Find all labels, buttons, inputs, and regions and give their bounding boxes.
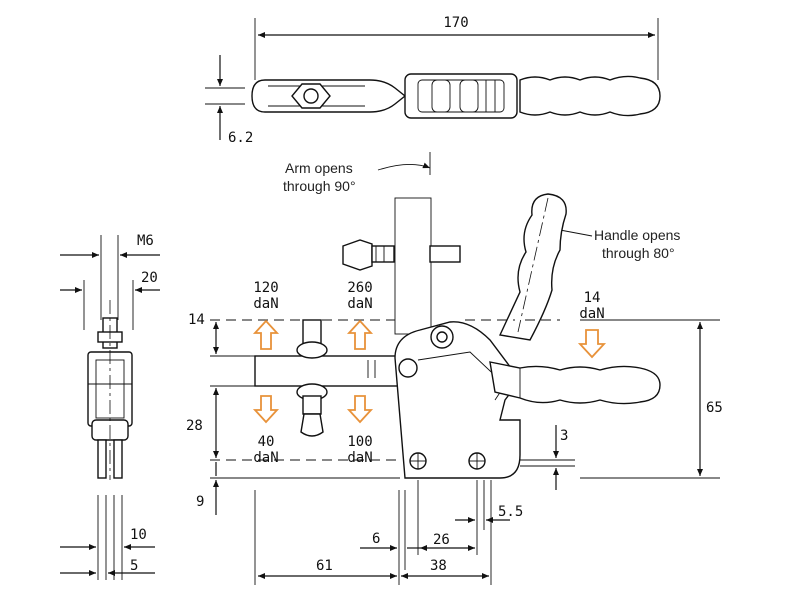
svg-text:260: 260 <box>347 280 372 296</box>
dimension-10: 10 <box>130 527 147 543</box>
force-handle: 14 daN <box>577 290 607 359</box>
svg-text:daN: daN <box>347 296 372 312</box>
svg-text:14: 14 <box>584 290 601 306</box>
dimension-6: 6 <box>372 531 380 547</box>
linkage-top-view <box>404 73 518 119</box>
force-up-right: 260 daN <box>346 280 374 350</box>
svg-text:40: 40 <box>258 434 275 450</box>
svg-text:daN: daN <box>253 450 278 466</box>
dimension-170: 170 <box>443 15 468 31</box>
arm-open-position <box>394 197 432 335</box>
svg-text:100: 100 <box>347 434 372 450</box>
dimension-3: 3 <box>560 428 568 444</box>
front-view: 14 28 9 65 3 5.5 26 6 61 <box>186 193 723 585</box>
mounting-hole-icon <box>468 452 486 470</box>
force-arrow-down-icon <box>252 395 280 424</box>
dimension-5-5: 5.5 <box>498 504 523 520</box>
handle-note-line1: Handle opens <box>594 227 680 243</box>
force-up-left: 120 daN <box>252 280 280 350</box>
svg-text:daN: daN <box>579 306 604 322</box>
mounting-hole-icon <box>409 452 427 470</box>
handle-grip-top-view <box>519 75 661 117</box>
dimension-14: 14 <box>188 312 205 328</box>
arm-closed <box>254 355 416 387</box>
force-down-left: 40 daN <box>252 395 280 466</box>
arm-opening-note: Arm opens through 90° <box>283 152 431 194</box>
svg-text:daN: daN <box>253 296 278 312</box>
dimension-65: 65 <box>706 400 723 416</box>
dimension-m6: M6 <box>137 233 154 249</box>
handle-closed <box>489 361 661 405</box>
top-view: 170 6.2 <box>205 15 661 146</box>
dimension-38: 38 <box>430 558 447 574</box>
handle-opening-note: Handle opens through 80° <box>559 227 680 261</box>
force-arrow-down-icon <box>346 395 374 424</box>
dimension-6-2: 6.2 <box>228 130 253 146</box>
arm-note-line2: through 90° <box>283 178 356 194</box>
handle-note-line2: through 80° <box>602 245 675 261</box>
side-view: M6 20 10 5 <box>60 233 160 580</box>
arm-note-line1: Arm opens <box>285 160 353 176</box>
handle-open-position <box>498 193 567 341</box>
force-down-right: 100 daN <box>346 395 374 466</box>
svg-text:daN: daN <box>347 450 372 466</box>
dimension-26: 26 <box>433 532 450 548</box>
svg-text:120: 120 <box>253 280 278 296</box>
dimension-9: 9 <box>196 494 204 510</box>
dimension-61: 61 <box>316 558 333 574</box>
dimension-28: 28 <box>186 418 203 434</box>
force-arrow-up-icon <box>346 319 374 350</box>
force-arrow-up-icon <box>252 319 280 350</box>
clamp-base-body <box>394 321 521 479</box>
dimension-20: 20 <box>141 270 158 286</box>
force-arrow-down-icon <box>577 329 607 359</box>
dimension-5: 5 <box>130 558 138 574</box>
